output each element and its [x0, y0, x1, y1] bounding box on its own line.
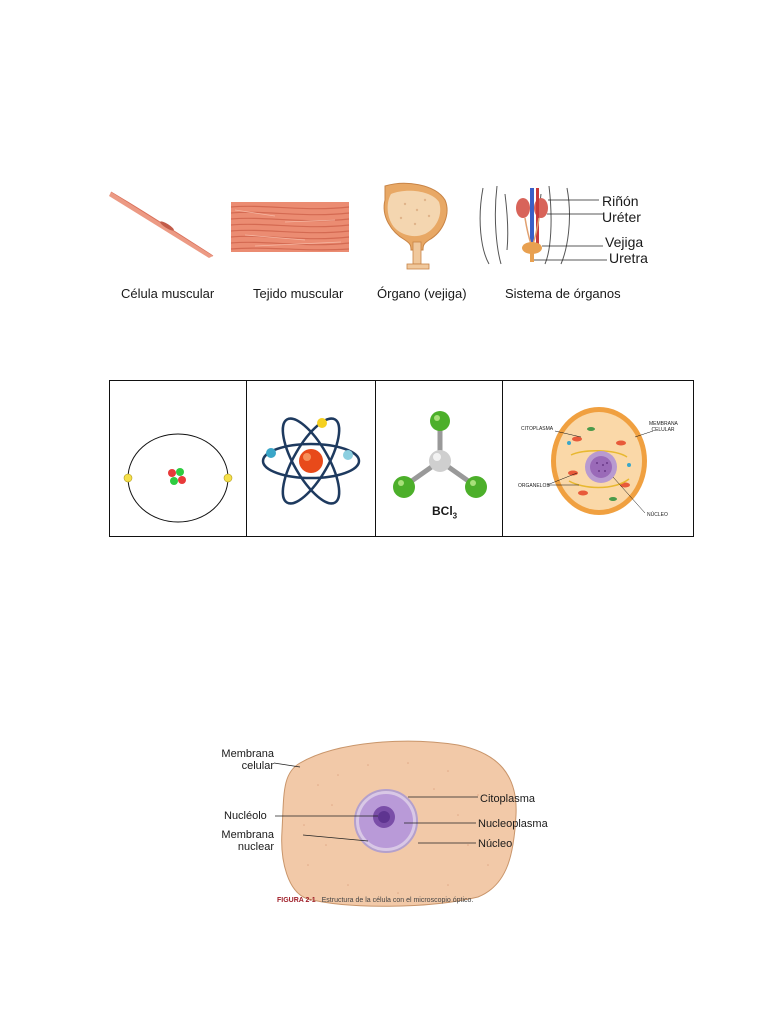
- label-citoplasma-small: CITOPLASMA: [521, 426, 554, 432]
- atom-model-illustration: [261, 417, 361, 505]
- table-cell-atom-model: [247, 381, 376, 536]
- figure-caption-text: Estructura de la célula con el microscop…: [321, 897, 474, 904]
- bcl3-molecule-illustration: [393, 411, 487, 498]
- label-rinon: Riñón: [602, 193, 639, 209]
- level-label-cell: Célula muscular: [121, 286, 215, 301]
- molecule-formula-subscript: 3: [452, 511, 458, 521]
- cytoplasm-texture: [303, 762, 499, 894]
- label-membrana-nuclear: Membrana nuclear: [221, 829, 274, 853]
- table-cell-animal-cell: CITOPLASMA MEMBRANA CELULAR ORGANELOS NÚ…: [503, 381, 693, 536]
- label-nucleo-small: NÚCLEO: [647, 512, 668, 518]
- label-uretra: Uretra: [609, 250, 648, 266]
- label-nucleolo: Nucléolo: [224, 810, 267, 822]
- cell-structure-figure: Membrana celular Nucléolo Membrana nucle…: [208, 735, 558, 910]
- level-label-system: Sistema de órganos: [505, 286, 621, 301]
- table-cell-atom-simple: [110, 381, 247, 536]
- molecule-formula: BCl3: [432, 504, 457, 520]
- table-cell-molecule: BCl3: [376, 381, 503, 536]
- organization-levels-illustration: [109, 182, 607, 270]
- label-nucleoplasma: Nucleoplasma: [478, 818, 548, 830]
- simple-atom-illustration: [123, 433, 233, 523]
- level-label-organ: Órgano (vejiga): [377, 286, 467, 301]
- label-membrana-small: MEMBRANA CELULAR: [649, 421, 678, 433]
- animal-cell-illustration: [546, 407, 654, 515]
- organization-levels: Riñón Uréter Vejiga Uretra Célula muscul…: [105, 180, 665, 305]
- molecule-formula-text: BCl: [432, 504, 453, 518]
- label-citoplasma: Citoplasma: [480, 793, 536, 805]
- muscle-cell-illustration: [109, 191, 214, 258]
- urinary-system-illustration: [479, 185, 607, 265]
- levels-table: BCl3: [109, 380, 694, 537]
- cell-structure-illustration: [273, 740, 517, 907]
- figure-caption-number: FIGURA 2-1: [277, 897, 316, 904]
- label-organelos-small: ORGANELOS: [518, 483, 550, 489]
- level-label-tissue: Tejido muscular: [253, 286, 344, 301]
- label-vejiga: Vejiga: [605, 234, 644, 250]
- muscle-tissue-illustration: [230, 202, 350, 252]
- label-nucleo: Núcleo: [478, 838, 513, 850]
- figure-caption: FIGURA 2-1 Estructura de la célula con el…: [277, 897, 473, 904]
- bladder-illustration: [383, 182, 448, 270]
- label-ureter: Uréter: [602, 209, 641, 225]
- label-membrana-celular: Membrana celular: [221, 748, 274, 772]
